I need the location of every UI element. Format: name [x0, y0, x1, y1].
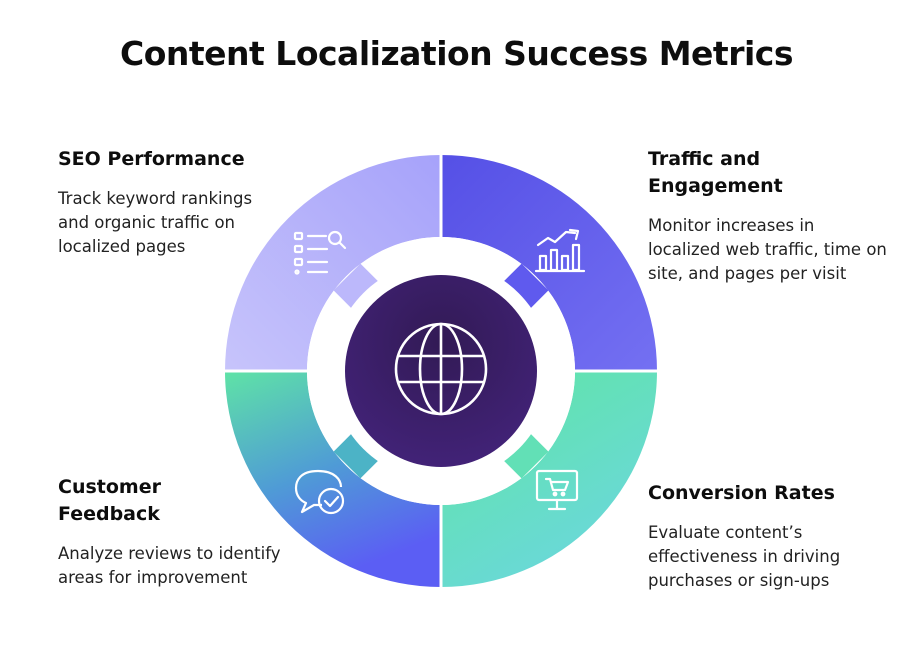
page-title: Content Localization Success Metrics — [120, 34, 794, 73]
metric-heading: SEO Performance — [58, 148, 245, 170]
metric-description: Track keyword rankings and organic traff… — [58, 189, 253, 256]
metric-conversion-rates: Conversion Rates Evaluate content’s effe… — [648, 480, 878, 593]
metric-heading: Customer Feedback — [58, 476, 161, 525]
traffic-segment — [441, 155, 657, 371]
metric-heading: Conversion Rates — [648, 482, 835, 504]
segment-dividers — [220, 150, 662, 592]
metric-traffic-engagement: Traffic and Engagement Monitor increases… — [648, 146, 888, 286]
metric-seo-performance: SEO Performance Track keyword rankings a… — [58, 146, 278, 259]
monitor-cart-icon — [535, 469, 579, 511]
seo-list-search-icon — [293, 230, 347, 275]
metric-heading: Traffic and Engagement — [648, 148, 783, 197]
metric-description: Evaluate content’s effectiveness in driv… — [648, 523, 841, 590]
feedback-segment — [225, 371, 441, 587]
metric-description: Monitor increases in localized web traff… — [648, 216, 887, 283]
bar-chart-trend-icon — [534, 228, 586, 273]
seo-segment — [225, 155, 441, 371]
metric-customer-feedback: Customer Feedback Analyze reviews to ide… — [58, 474, 298, 590]
chat-check-icon — [294, 469, 345, 515]
globe-icon — [394, 322, 488, 416]
metric-description: Analyze reviews to identify areas for im… — [58, 544, 281, 587]
